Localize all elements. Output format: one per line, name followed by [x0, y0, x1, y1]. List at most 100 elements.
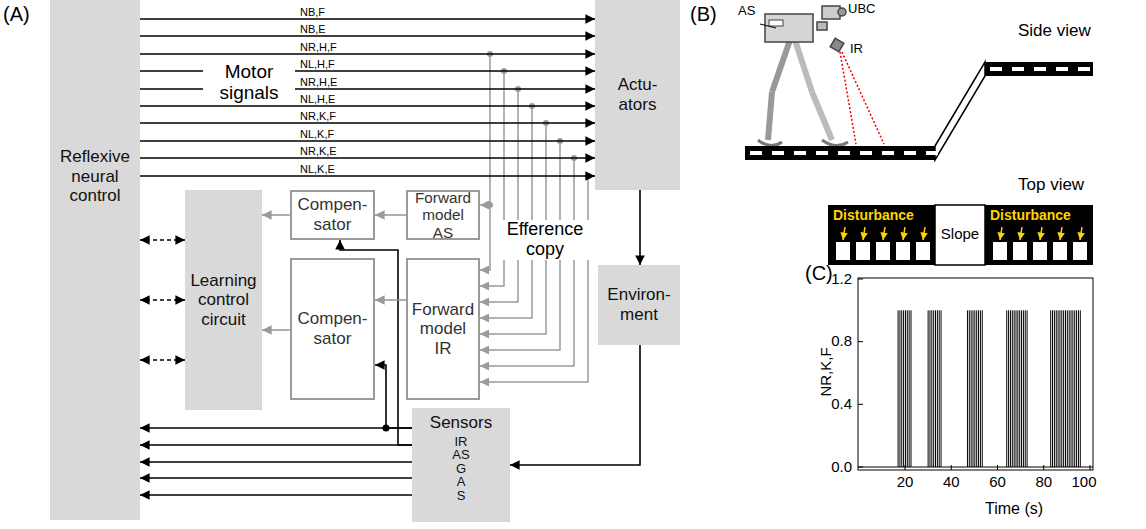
- signal-label: NR,K,F: [300, 110, 336, 122]
- spike: [1072, 310, 1073, 467]
- spike-train: [898, 310, 1080, 467]
- node-title: Reflexive neural control: [53, 147, 137, 206]
- spike: [1012, 310, 1013, 467]
- spike: [974, 310, 975, 467]
- connector: [140, 122, 595, 124]
- tap-dot: [487, 202, 493, 208]
- forward-model-box: Forward model IR: [406, 258, 480, 400]
- connector: [510, 345, 640, 465]
- spike: [935, 310, 936, 467]
- disturbance-arrow: [1040, 227, 1042, 240]
- signal-label: NL,H,F: [300, 58, 335, 70]
- spike: [901, 310, 902, 467]
- tick-label: 20: [897, 474, 914, 491]
- group-label: Efference copy: [495, 220, 595, 260]
- spike: [1061, 310, 1062, 467]
- robot: [758, 6, 848, 146]
- spike: [1071, 310, 1072, 467]
- spike: [937, 310, 938, 467]
- forward-model-box: Forward model AS: [406, 190, 480, 240]
- spike: [980, 310, 981, 467]
- tick: [858, 404, 863, 405]
- disturbance-label: Disturbance: [990, 208, 1071, 223]
- disturbance-arrow: [863, 227, 865, 240]
- connector: [140, 140, 595, 142]
- spike: [969, 310, 970, 467]
- spike: [1027, 310, 1028, 467]
- spike: [1058, 310, 1059, 467]
- tick-label: 80: [1035, 474, 1052, 491]
- spike: [982, 310, 983, 467]
- spike: [931, 310, 932, 467]
- spike: [1052, 310, 1053, 467]
- spike: [1006, 310, 1007, 467]
- ground-mark: [860, 151, 872, 155]
- connector: [140, 461, 412, 463]
- spike: [1063, 310, 1064, 467]
- spike: [967, 310, 968, 467]
- spike: [899, 310, 900, 467]
- connector: [140, 175, 595, 177]
- block: [1033, 242, 1047, 260]
- connector: [375, 214, 406, 216]
- signal-label: NR,K,E: [300, 145, 337, 157]
- spike: [1021, 310, 1022, 467]
- learning-box: Learning control circuit: [185, 190, 262, 410]
- ground-mark: [772, 151, 784, 155]
- disturbance-label: Disturbance: [833, 208, 914, 223]
- signal-label: NL,K,F: [300, 128, 334, 140]
- node-title: Actu- ators: [598, 75, 677, 114]
- spike: [905, 310, 906, 467]
- efference-line: [480, 176, 588, 382]
- disturbance-arrow: [883, 227, 885, 240]
- spike: [907, 310, 908, 467]
- connector: [262, 329, 290, 331]
- block: [993, 242, 1007, 260]
- ground-marks: [750, 67, 1090, 155]
- disturbance-arrow: [1080, 227, 1082, 240]
- spike: [1069, 310, 1070, 467]
- spike: [1016, 310, 1017, 467]
- tick: [858, 341, 863, 342]
- spike: [1025, 310, 1026, 467]
- signal-label: NB,E: [300, 23, 326, 35]
- tick: [858, 279, 863, 280]
- spike: [1056, 310, 1057, 467]
- ground-mark: [838, 151, 850, 155]
- spike: [941, 310, 942, 467]
- node-title: Forward model IR: [411, 300, 475, 359]
- signal-label: NR,H,F: [300, 41, 337, 53]
- disturbance-arrow: [1060, 227, 1062, 240]
- junction-dot: [383, 425, 390, 432]
- signal-label: NB,F: [300, 6, 325, 18]
- spike: [1059, 310, 1060, 467]
- spike: [1074, 310, 1075, 467]
- node-title: Forward model AS: [411, 189, 475, 242]
- view-label: Side view: [1018, 22, 1091, 41]
- spike: [1065, 310, 1066, 467]
- sensor-list: IR AS G A S: [450, 435, 472, 503]
- part-label: AS: [738, 4, 755, 18]
- spike: [1078, 310, 1079, 467]
- connector: [140, 477, 412, 479]
- connector: [140, 157, 595, 159]
- spike: [972, 310, 973, 467]
- panel-label: (A): [3, 3, 30, 25]
- signal-label: NL,H,E: [300, 93, 335, 105]
- ground-mark: [1012, 67, 1024, 71]
- tick-label: 0.4: [831, 396, 852, 413]
- spike: [909, 310, 910, 467]
- ground-mark: [794, 151, 806, 155]
- ground-mark: [816, 151, 828, 155]
- tick-label: 1.2: [831, 271, 852, 288]
- block: [1073, 242, 1087, 260]
- block: [896, 242, 910, 260]
- efference-line: [480, 106, 532, 318]
- spike: [1054, 310, 1055, 467]
- compensator-box: Compen- sator: [290, 190, 375, 240]
- spike: [978, 310, 979, 467]
- tick-label: 60: [989, 474, 1006, 491]
- actuator-box: Actu- ators: [595, 0, 680, 190]
- disturbance-arrow: [1000, 227, 1002, 240]
